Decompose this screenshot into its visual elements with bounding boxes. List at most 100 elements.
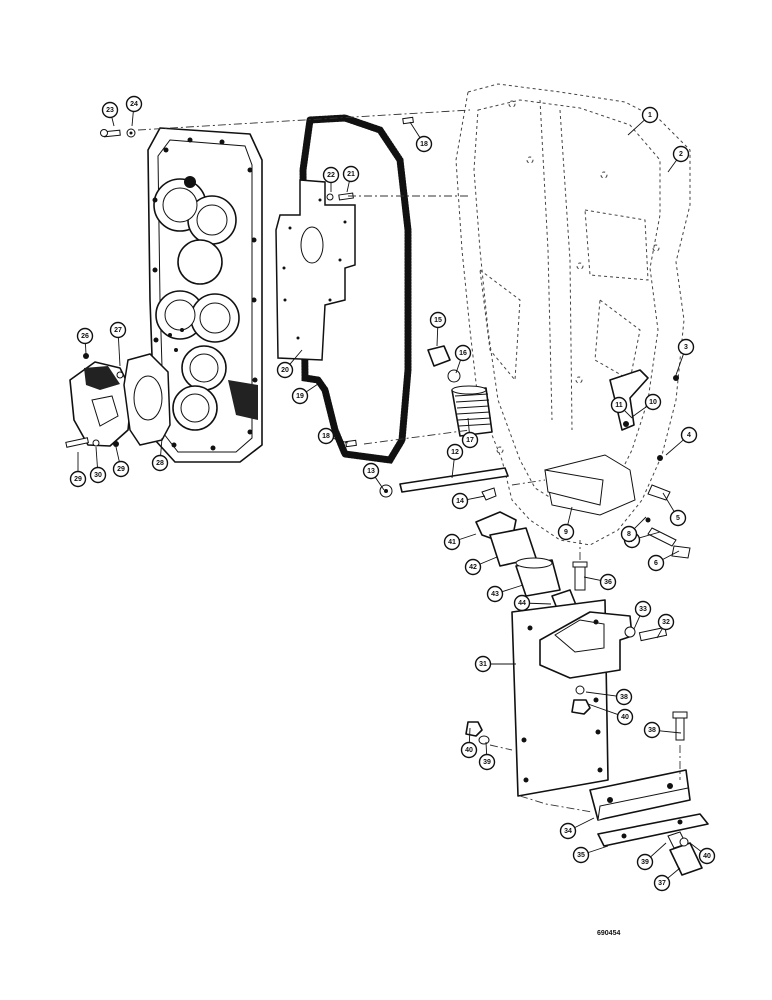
callout-circle xyxy=(647,554,665,572)
callout-circle xyxy=(443,533,461,551)
callout-circle xyxy=(112,460,130,478)
callout-number: 27 xyxy=(114,327,122,334)
callout-circle xyxy=(415,135,433,153)
leader-line xyxy=(502,584,524,593)
leader-line xyxy=(665,439,684,456)
callout-c30: 30 xyxy=(89,446,107,484)
callout-number: 18 xyxy=(420,141,428,148)
leader-line xyxy=(409,121,421,138)
callout-circle xyxy=(616,708,634,726)
callout-number: 12 xyxy=(451,449,459,456)
callout-c40b: 40 xyxy=(689,842,716,865)
leader-line xyxy=(587,703,619,715)
callout-circle xyxy=(151,454,169,472)
callout-circle xyxy=(454,344,472,362)
callout-c26: 26 xyxy=(76,327,94,355)
callout-c28: 28 xyxy=(151,437,169,472)
callout-circle xyxy=(615,688,633,706)
callout-number: 43 xyxy=(491,591,499,598)
lower-clamp-plates xyxy=(589,769,709,876)
callout-number: 35 xyxy=(577,852,585,859)
callout-number: 3 xyxy=(684,344,688,351)
callout-number: 13 xyxy=(367,468,375,475)
callout-circle xyxy=(362,462,380,480)
callout-c9: 9 xyxy=(557,506,575,541)
callout-circle xyxy=(101,101,119,119)
leader-line xyxy=(346,181,350,193)
callout-number: 9 xyxy=(564,529,568,536)
callout-c16: 16 xyxy=(454,344,472,374)
callout-number: 33 xyxy=(639,606,647,613)
callout-number: 34 xyxy=(564,828,572,835)
callout-circle xyxy=(677,338,695,356)
detent-lever-assembly xyxy=(544,369,691,559)
callout-c29: 29 xyxy=(69,452,87,488)
leader-line xyxy=(633,615,641,630)
leader-line xyxy=(633,516,647,530)
callout-number: 26 xyxy=(81,333,89,340)
callout-circle xyxy=(620,525,638,543)
callout-c8: 8 xyxy=(620,516,647,543)
callout-c32: 32 xyxy=(656,613,675,639)
callout-circle xyxy=(446,443,464,461)
leader-line xyxy=(451,459,455,479)
leader-line xyxy=(583,576,601,581)
callout-c22: 22 xyxy=(322,166,340,192)
leader-line xyxy=(84,343,87,355)
leader-line xyxy=(659,730,682,734)
callout-c29b: 29 xyxy=(112,446,130,478)
leader-line xyxy=(436,327,439,347)
callout-circle xyxy=(451,492,469,510)
leader-line xyxy=(467,495,486,500)
callout-c27: 27 xyxy=(109,321,127,367)
callout-number: 30 xyxy=(94,472,102,479)
callout-c37: 37 xyxy=(653,867,681,892)
leader-line xyxy=(289,349,303,365)
callout-number: 38 xyxy=(648,727,656,734)
leader-line xyxy=(333,437,349,444)
fittings xyxy=(475,511,588,617)
callout-number: 42 xyxy=(469,564,477,571)
callout-c23: 23 xyxy=(101,101,119,127)
callout-c36: 36 xyxy=(583,573,617,591)
leader-line xyxy=(623,409,633,419)
callout-c44: 44 xyxy=(513,594,552,612)
assembly-lines xyxy=(137,109,681,813)
callout-number: 41 xyxy=(448,539,456,546)
leader-line xyxy=(455,359,461,374)
leader-line xyxy=(662,550,680,560)
callout-number: 44 xyxy=(518,600,526,607)
callout-number: 40 xyxy=(465,747,473,754)
callout-circle xyxy=(572,846,590,864)
leader-line xyxy=(662,492,675,512)
paper-gasket xyxy=(275,179,356,361)
callout-number: 6 xyxy=(654,560,658,567)
leader-line xyxy=(689,842,702,852)
leader-line xyxy=(650,842,667,858)
leader-line xyxy=(529,602,552,605)
callout-number: 10 xyxy=(649,399,657,406)
leader-line xyxy=(467,417,470,433)
transmission-housing xyxy=(455,83,691,546)
leader-line xyxy=(585,691,617,697)
callout-number: 29 xyxy=(117,466,125,473)
leader-line xyxy=(468,727,471,743)
callout-number: 23 xyxy=(106,107,114,114)
drawing-code: 690454 xyxy=(597,930,621,937)
callout-circle xyxy=(109,321,127,339)
cork-gasket xyxy=(299,114,412,464)
callout-c10: 10 xyxy=(631,393,662,418)
callout-c2: 2 xyxy=(667,145,690,173)
callout-circle xyxy=(76,327,94,345)
callout-number: 38 xyxy=(620,694,628,701)
callout-c12: 12 xyxy=(446,443,464,479)
leader-line xyxy=(305,383,319,393)
callout-circle xyxy=(486,585,504,603)
cover-plate xyxy=(147,127,263,463)
callout-c40: 40 xyxy=(587,703,634,726)
callout-c18: 18 xyxy=(409,121,433,153)
pump-assembly xyxy=(65,353,171,448)
leader-line xyxy=(160,437,163,456)
callout-circle xyxy=(461,431,479,449)
